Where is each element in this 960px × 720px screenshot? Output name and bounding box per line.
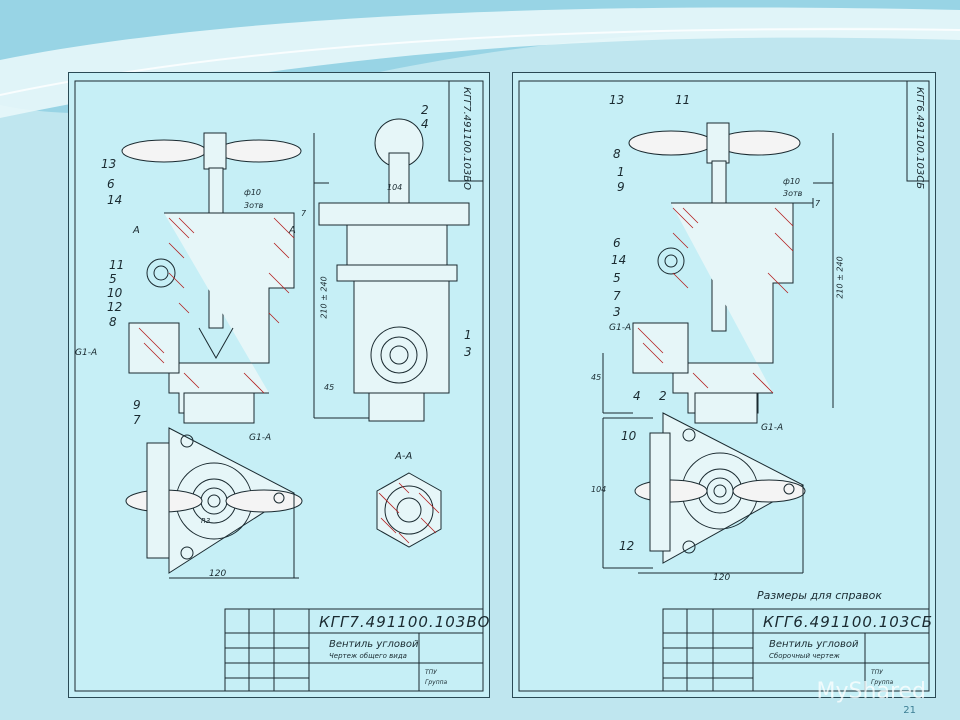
callout-3: 3 bbox=[464, 345, 472, 359]
dim-3otv: 3отв bbox=[783, 189, 803, 198]
assembly-section-view bbox=[602, 122, 834, 424]
valve-section-view bbox=[121, 132, 302, 424]
callout-14: 14 bbox=[611, 253, 627, 267]
titleblock-org: ТПУ bbox=[871, 669, 883, 676]
valve-plan-view bbox=[125, 427, 303, 579]
callout-6: 6 bbox=[613, 236, 621, 250]
valve-side-view bbox=[313, 118, 470, 422]
section-a-a bbox=[376, 472, 442, 548]
callout-2: 2 bbox=[659, 389, 667, 403]
general-view-drawing bbox=[74, 80, 484, 692]
titleblock-group: Группа bbox=[871, 679, 894, 686]
dim-g1a: G1-A bbox=[609, 323, 632, 333]
titleblock-right bbox=[662, 608, 930, 692]
dim-45: 45 bbox=[591, 373, 602, 382]
callout-5: 5 bbox=[613, 271, 621, 285]
dim-45: 45 bbox=[324, 383, 335, 392]
callout-4: 4 bbox=[421, 117, 429, 131]
dim-104: 104 bbox=[591, 485, 607, 494]
dim-g1a-2: G1-A bbox=[249, 433, 272, 443]
titleblock-name: Вентиль угловой bbox=[769, 639, 859, 650]
section-label-a-a: A-A bbox=[395, 451, 413, 462]
dim-104: 104 bbox=[387, 183, 403, 192]
callout-6: 6 bbox=[107, 177, 115, 191]
drawing-code-vertical: КГГ6.491100.103СБ bbox=[914, 87, 925, 190]
callout-5: 5 bbox=[109, 272, 117, 286]
callout-3: 3 bbox=[613, 305, 621, 319]
callout-12: 12 bbox=[619, 539, 635, 553]
callout-2: 2 bbox=[421, 103, 429, 117]
callout-4: 4 bbox=[633, 389, 641, 403]
titleblock-code: КГГ6.491100.103СБ bbox=[763, 613, 934, 631]
dim-d10: ф10 bbox=[783, 177, 801, 186]
callout-10: 10 bbox=[107, 286, 123, 300]
assembly-drawing bbox=[518, 80, 930, 692]
dim-210: 210 ± 240 bbox=[319, 276, 329, 319]
dim-120: 120 bbox=[209, 569, 227, 579]
callout-13: 13 bbox=[609, 93, 625, 107]
callout-9: 9 bbox=[617, 180, 625, 194]
callout-1: 1 bbox=[464, 328, 472, 342]
titleblock-left bbox=[224, 608, 484, 692]
callout-12: 12 bbox=[107, 300, 123, 314]
titleblock-group: Группа bbox=[425, 679, 448, 686]
watermark-logo: MyShared bbox=[816, 679, 926, 704]
section-mark-a-left: A bbox=[133, 225, 140, 236]
dim-d10: ф10 bbox=[244, 188, 262, 197]
callout-11: 11 bbox=[109, 258, 125, 272]
titleblock-code: КГГ7.491100.103ВО bbox=[319, 613, 491, 631]
dim-3otv: 3отв bbox=[244, 201, 264, 210]
titleblock-subtitle: Чертеж общего вида bbox=[329, 652, 407, 660]
callout-13: 13 bbox=[101, 157, 117, 171]
callout-10: 10 bbox=[621, 429, 637, 443]
dim-g1a-2: G1-A bbox=[761, 423, 784, 433]
callout-9: 9 bbox=[133, 398, 141, 412]
drawing-sheet-assembly: КГГ6.491100.103СБ 13 11 8 1 9 6 14 5 7 3… bbox=[512, 72, 936, 698]
slide-number: 21 bbox=[903, 705, 916, 716]
reference-dimensions-note: Размеры для справок bbox=[757, 589, 883, 602]
callout-8: 8 bbox=[109, 315, 117, 329]
section-mark-a-right: A bbox=[289, 225, 296, 236]
dim-g1a: G1-A bbox=[75, 348, 98, 358]
titleblock-name: Вентиль угловой bbox=[329, 639, 419, 650]
titleblock-subtitle: Сборочный чертеж bbox=[769, 652, 840, 660]
dim-7: 7 bbox=[815, 199, 821, 208]
dim-120: 120 bbox=[713, 573, 731, 583]
dim-r3: R3 bbox=[201, 517, 211, 525]
titleblock-org: ТПУ bbox=[425, 669, 437, 676]
assembly-plan-view bbox=[602, 412, 806, 574]
drawing-sheet-general-view: КГГ7.491100.103ВО 13 6 14 11 5 10 12 8 9… bbox=[68, 72, 490, 698]
callout-7: 7 bbox=[613, 289, 621, 303]
callout-11: 11 bbox=[675, 93, 691, 107]
callout-8: 8 bbox=[613, 147, 621, 161]
dim-210: 210 ± 240 bbox=[835, 256, 845, 299]
callout-14: 14 bbox=[107, 193, 123, 207]
callout-7: 7 bbox=[133, 413, 141, 427]
dim-7: 7 bbox=[301, 209, 307, 218]
drawing-code-vertical: КГГ7.491100.103ВО bbox=[461, 87, 472, 190]
callout-1: 1 bbox=[617, 165, 625, 179]
